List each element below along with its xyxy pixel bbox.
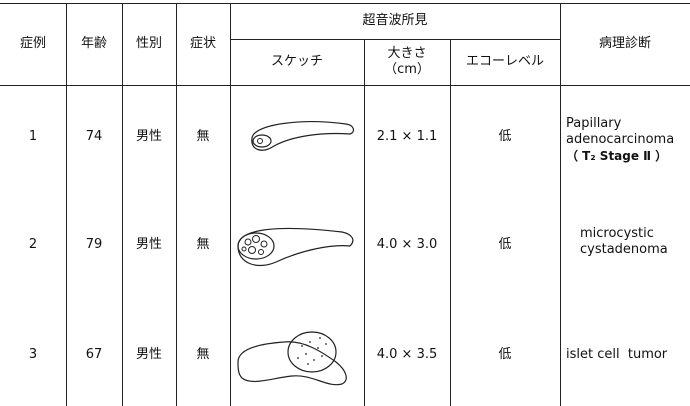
header-case: 症例 <box>19 35 46 51</box>
header-pathology: 病理診断 <box>598 35 651 51</box>
row2-diagnosis-line2: cystadenoma <box>580 242 668 258</box>
col-divider <box>230 3 231 406</box>
row1-diagnosis-line2: adenocarcinoma <box>566 132 675 148</box>
row1-echo: 低 <box>498 128 512 144</box>
header-ultrasound: 超音波所見 <box>362 12 428 28</box>
header-symptom: 症状 <box>189 35 216 51</box>
header-echo: エコーレベル <box>465 53 544 69</box>
row2-sex: 男性 <box>135 236 162 252</box>
row1-diagnosis-line3: （ T₂ Stage Ⅱ ） <box>566 148 668 163</box>
col-divider <box>450 39 451 406</box>
row2-age: 79 <box>85 236 103 252</box>
row2-diagnosis-line1: microcystic <box>580 226 654 241</box>
col-divider <box>364 39 365 406</box>
row2-case: 2 <box>28 236 38 252</box>
row1-sketch <box>251 121 355 151</box>
col-divider <box>66 3 67 406</box>
row2-sketch <box>237 227 354 267</box>
ultrasound-subheader-border <box>230 39 560 40</box>
row1-size: 2.1 × 1.1 <box>376 128 438 144</box>
header-size-unit: （cm） <box>384 62 430 77</box>
row1-age: 74 <box>85 128 103 144</box>
row3-echo: 低 <box>498 346 512 362</box>
row3-sex: 男性 <box>135 346 162 362</box>
col-divider <box>560 3 561 406</box>
row3-size: 4.0 × 3.5 <box>376 346 438 362</box>
row3-sketch <box>237 331 347 386</box>
row2-echo: 低 <box>498 236 512 252</box>
row1-diagnosis-line1: Papillary <box>566 116 622 131</box>
row1-sex: 男性 <box>135 128 162 144</box>
header-sex: 性別 <box>135 35 162 51</box>
row2-size: 4.0 × 3.0 <box>376 236 438 252</box>
row1-diagnosis: Papillary adenocarcinoma （ T₂ Stage Ⅱ ） <box>566 116 690 176</box>
header-size-label: 大きさ <box>387 45 427 61</box>
row3-diagnosis: islet cell tumor <box>566 346 668 362</box>
header-age: 年齢 <box>80 35 107 51</box>
row2-symptom: 無 <box>196 236 210 252</box>
row1-case: 1 <box>28 128 38 144</box>
row3-symptom: 無 <box>196 346 210 362</box>
col-divider <box>176 3 177 406</box>
row1-symptom: 無 <box>196 128 210 144</box>
header-bottom-border <box>0 85 690 86</box>
row2-diagnosis: microcystic cystadenoma <box>580 226 690 270</box>
header-sketch: スケッチ <box>270 53 323 69</box>
table-top-border <box>0 3 690 4</box>
header-size: 大きさ （cm） <box>364 39 450 85</box>
row3-age: 67 <box>85 346 103 362</box>
col-divider <box>122 3 123 406</box>
row3-case: 3 <box>28 346 38 362</box>
